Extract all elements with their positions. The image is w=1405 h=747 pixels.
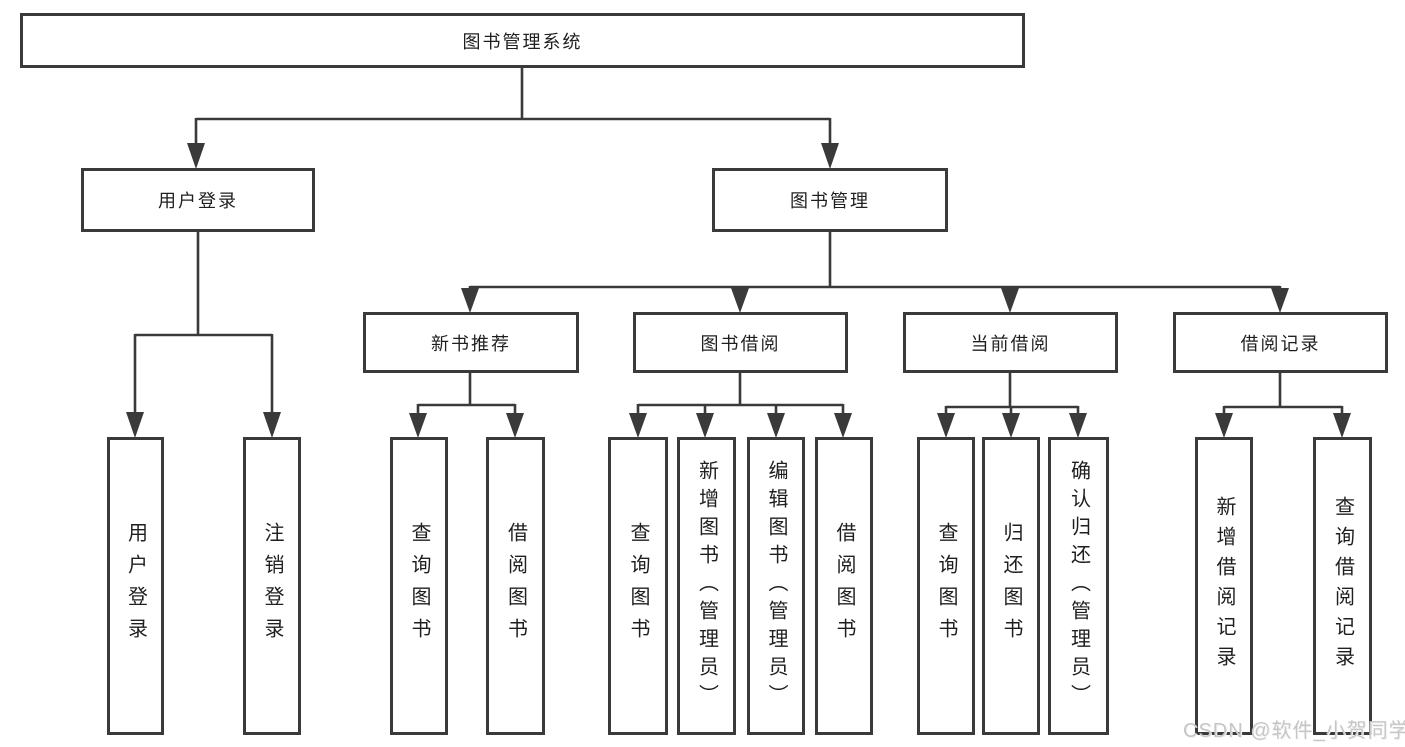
leaf-borrow-books: 借阅图书	[815, 437, 873, 735]
node-current-borrowing: 当前借阅	[903, 312, 1118, 373]
node-new-book-recommendation: 新书推荐	[363, 312, 579, 373]
arrowhead-icons	[126, 143, 1351, 438]
leaf-confirm-return-admin: 确认归还（管理员）	[1048, 437, 1109, 735]
csdn-watermark: CSDN @软件_小贺同学	[1183, 720, 1405, 742]
leaf-query-books-recommend: 查询图书	[390, 437, 448, 735]
leaf-user-login: 用户登录	[107, 437, 164, 735]
leaf-return-books: 归还图书	[982, 437, 1040, 735]
leaf-query-borrow-record: 查询借阅记录	[1313, 437, 1372, 735]
leaf-add-borrow-record: 新增借阅记录	[1195, 437, 1253, 735]
node-book-borrowing: 图书借阅	[633, 312, 848, 373]
node-book-management-module: 图书管理	[712, 168, 948, 232]
leaf-query-books-current: 查询图书	[917, 437, 975, 735]
node-borrowing-records: 借阅记录	[1173, 312, 1388, 373]
leaf-query-books-borrow: 查询图书	[608, 437, 668, 735]
leaf-add-book-admin: 新增图书（管理员）	[677, 437, 736, 735]
leaf-borrow-books-recommend: 借阅图书	[486, 437, 545, 735]
node-root-library-system: 图书管理系统	[20, 13, 1025, 68]
node-user-login-module: 用户登录	[81, 168, 315, 232]
leaf-logout: 注销登录	[243, 437, 301, 735]
leaf-edit-book-admin: 编辑图书（管理员）	[747, 437, 805, 735]
